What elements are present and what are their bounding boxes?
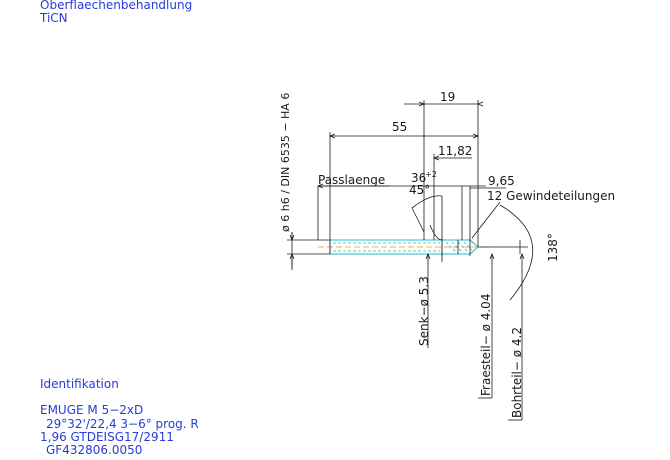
thread-divisions-label: 12 Gewindeteilungen xyxy=(487,189,615,203)
shank-diameter-label: ø 6 h6 / DIN 6535 − HA 6 xyxy=(279,93,292,232)
pass-length-dimension xyxy=(316,183,486,240)
mill-part-label: Fraesteil− ø 4.04 xyxy=(479,294,493,396)
identification-heading: Identifikation xyxy=(40,377,119,391)
countersink-leader xyxy=(425,252,443,348)
overall-length-label: 55 xyxy=(392,120,407,134)
countersink-label: Senk−ø 5.3 xyxy=(417,276,431,346)
countersink-angle-arc xyxy=(411,195,443,241)
thread-length-label: 11,82 xyxy=(438,144,472,158)
point-angle-dimension xyxy=(478,204,533,301)
pitch-label: 9,65 xyxy=(488,174,515,188)
head-length-dimension xyxy=(404,100,484,240)
identification-line-4: GF432806.0050 xyxy=(46,443,142,457)
identification-line-2: 29°32'/22,4 3−6° prog. R xyxy=(46,417,199,431)
head-length-label: 19 xyxy=(440,90,455,104)
identification-line-3: 1,96 GTDEISG17/2911 xyxy=(40,430,174,444)
tool-contour-lines xyxy=(329,238,471,256)
surface-treatment-heading: Oberflaechenbehandlung xyxy=(40,0,192,12)
shank-diameter-dimension xyxy=(287,232,330,270)
surface-treatment-value: TiCN xyxy=(39,11,68,25)
point-angle-label: 138° xyxy=(546,233,560,262)
drill-part-leader xyxy=(508,252,525,421)
pass-length-label: Passlaenge xyxy=(318,173,385,187)
mill-part-leader xyxy=(478,252,495,399)
drill-part-label: Bohrteil− ø 4.2 xyxy=(510,327,524,418)
thread-divisions-leader xyxy=(470,187,506,239)
identification-line-1: EMUGE M 5−2xD xyxy=(40,403,143,417)
thread-length-dimension xyxy=(432,154,472,240)
angle-45-label: 45° xyxy=(409,183,430,197)
angle-36-superscript: +2 xyxy=(425,170,437,179)
angle-36-label: 36 xyxy=(411,171,426,185)
